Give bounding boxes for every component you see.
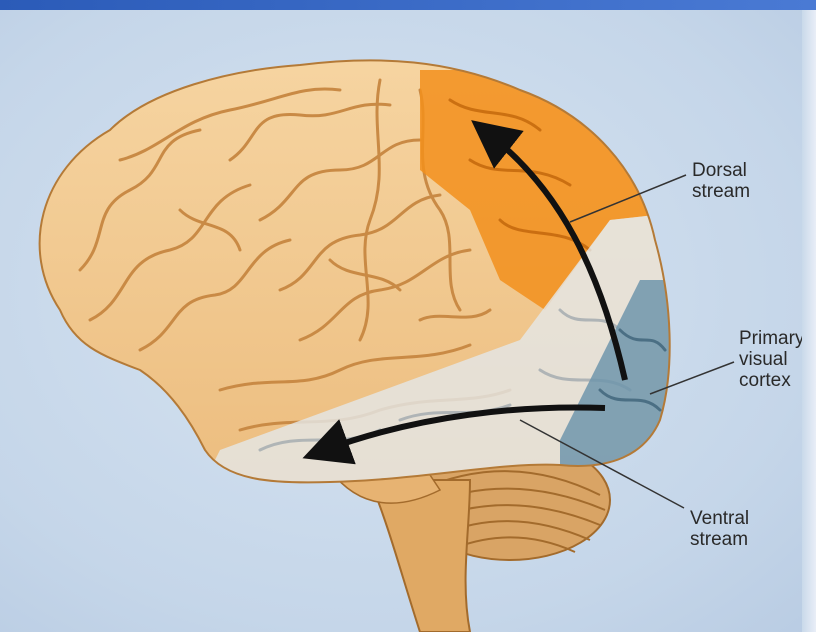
primary-visual-cortex-label: Primary visual cortex xyxy=(739,328,804,391)
right-edge-strip xyxy=(802,10,816,632)
title-bar xyxy=(0,0,816,10)
ventral-stream-label: Ventral stream xyxy=(690,508,749,550)
primary-label-line3: cortex xyxy=(739,370,804,391)
dorsal-label-line1: Dorsal xyxy=(692,160,750,181)
brainstem xyxy=(330,460,470,632)
primary-label-line2: visual xyxy=(739,349,804,370)
dorsal-stream-label: Dorsal stream xyxy=(692,160,750,202)
ventral-label-line1: Ventral xyxy=(690,508,749,529)
diagram-canvas: Dorsal stream Primary visual cortex Vent… xyxy=(0,10,816,632)
ventral-label-line2: stream xyxy=(690,529,749,550)
primary-label-line1: Primary xyxy=(739,328,804,349)
dorsal-label-line2: stream xyxy=(692,181,750,202)
